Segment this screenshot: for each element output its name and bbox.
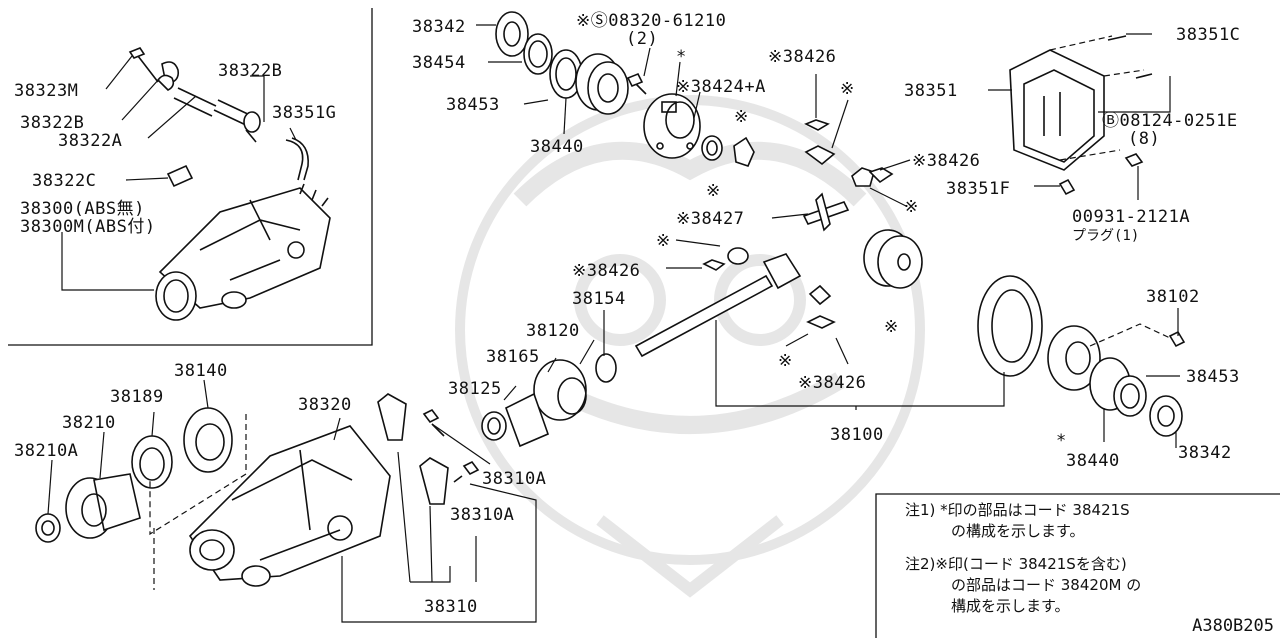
label-38342: 38342 xyxy=(1178,443,1232,463)
diff-case-group xyxy=(643,93,755,167)
notes-panel: 注1) *印の部品はコード 38421S の構成を示します。 注2)※印(コード… xyxy=(905,500,1265,629)
label-38322B-top: 38322B xyxy=(218,61,282,81)
label-38351: 38351 xyxy=(904,81,958,101)
label-38210: 38210 xyxy=(62,413,116,433)
label-38426-b: ※38426 xyxy=(912,151,980,171)
label-38440-top: 38440 xyxy=(530,137,584,157)
drive-pinion xyxy=(595,253,836,383)
note-1-line-2: の構成を示します。 xyxy=(951,522,1085,540)
note-2-line-3: 構成を示します。 xyxy=(951,597,1070,615)
kome-mark-3: ※ xyxy=(840,79,855,99)
side-gears-group xyxy=(702,119,894,271)
label-00931: 00931-2121A xyxy=(1072,207,1190,227)
label-38426-d: ※38426 xyxy=(798,373,866,393)
label-38322B: 38322B xyxy=(20,113,84,133)
label-38426-a: ※38426 xyxy=(768,47,836,67)
kome-mark-6: ※ xyxy=(884,317,899,337)
label-38165: 38165 xyxy=(486,347,540,367)
watermark-emblem xyxy=(455,95,925,598)
label-08124-qty: (8) xyxy=(1128,129,1160,149)
rear-cover xyxy=(1009,35,1153,196)
label-38210A: 38210A xyxy=(14,441,78,461)
kome-mark-1: ※ xyxy=(734,107,749,127)
pinion-bearing-group xyxy=(481,359,587,448)
label-38300M: 38300M(ABS付) xyxy=(20,217,156,237)
companion-flange-group xyxy=(35,407,247,590)
label-08320-qty: (2) xyxy=(626,29,658,49)
label-38320: 38320 xyxy=(298,395,352,415)
note-2: 注2)※印(コード 38421Sを含む) の部品はコード 38420M の 構成… xyxy=(905,554,1265,617)
note-2-line-2: の部品はコード 38420M の xyxy=(951,576,1142,594)
label-38351G: 38351G xyxy=(272,103,336,123)
label-38100: 38100 xyxy=(830,425,884,445)
label-38102: 38102 xyxy=(1146,287,1200,307)
side-bearing xyxy=(863,229,923,289)
label-08320: ※Ⓢ08320-61210 xyxy=(576,11,726,31)
label-38322A: 38322A xyxy=(58,131,122,151)
label-38323M: 38323M xyxy=(14,81,78,101)
leader-lines xyxy=(47,24,1180,623)
ring-gear-group xyxy=(977,275,1186,437)
label-38300: 38300(ABS無) xyxy=(20,199,145,219)
label-38189: 38189 xyxy=(110,387,164,407)
kome-mark-4: ※ xyxy=(904,197,919,217)
inset-frame xyxy=(8,8,373,346)
label-38351C: 38351C xyxy=(1176,25,1240,45)
label-38140: 38140 xyxy=(174,361,228,381)
note-1: 注1) *印の部品はコード 38421S の構成を示します。 xyxy=(905,500,1265,542)
notes-frame xyxy=(875,493,1280,638)
label-38426-c: ※38426 xyxy=(572,261,640,281)
main-housing xyxy=(188,393,480,587)
label-38454: 38454 xyxy=(412,53,466,73)
label-08124: Ⓑ08124-0251E xyxy=(1102,111,1238,131)
label-38427: ※38427 xyxy=(676,209,744,229)
label-38424A: ※38424+A xyxy=(676,77,766,97)
label-38310: 38310 xyxy=(424,597,478,617)
kome-mark-7: ※ xyxy=(778,351,793,371)
note-1-line-1: 注1) *印の部品はコード 38421S xyxy=(905,501,1130,519)
part-labels: 38323M 38322B 38322B 38322A 38351G 38322… xyxy=(14,11,1240,617)
label-00931-sub: プラグ(1) xyxy=(1072,228,1139,244)
top-bearing-group xyxy=(495,11,629,115)
label-38322C: 38322C xyxy=(32,171,96,191)
label-38154: 38154 xyxy=(572,289,626,309)
inset-assembly xyxy=(128,47,331,321)
label-38120: 38120 xyxy=(526,321,580,341)
label-38453-top: 38453 xyxy=(446,95,500,115)
asterisk-mark-2: * xyxy=(1056,431,1067,451)
bolt-08320 xyxy=(626,72,647,95)
label-38453: 38453 xyxy=(1186,367,1240,387)
label-38310A-a: 38310A xyxy=(482,469,546,489)
diagram-code: A380B205 xyxy=(1192,616,1274,636)
label-38342-top: 38342 xyxy=(412,17,466,37)
note-2-line-1: 注2)※印(コード 38421Sを含む) xyxy=(905,555,1127,573)
kome-mark-2: ※ xyxy=(706,181,721,201)
label-38125: 38125 xyxy=(448,379,502,399)
label-38440: 38440 xyxy=(1066,451,1120,471)
label-38310A-b: 38310A xyxy=(450,505,514,525)
asterisk-mark-1: * xyxy=(676,47,687,67)
label-38351F: 38351F xyxy=(946,179,1010,199)
kome-mark-5: ※ xyxy=(656,231,671,251)
